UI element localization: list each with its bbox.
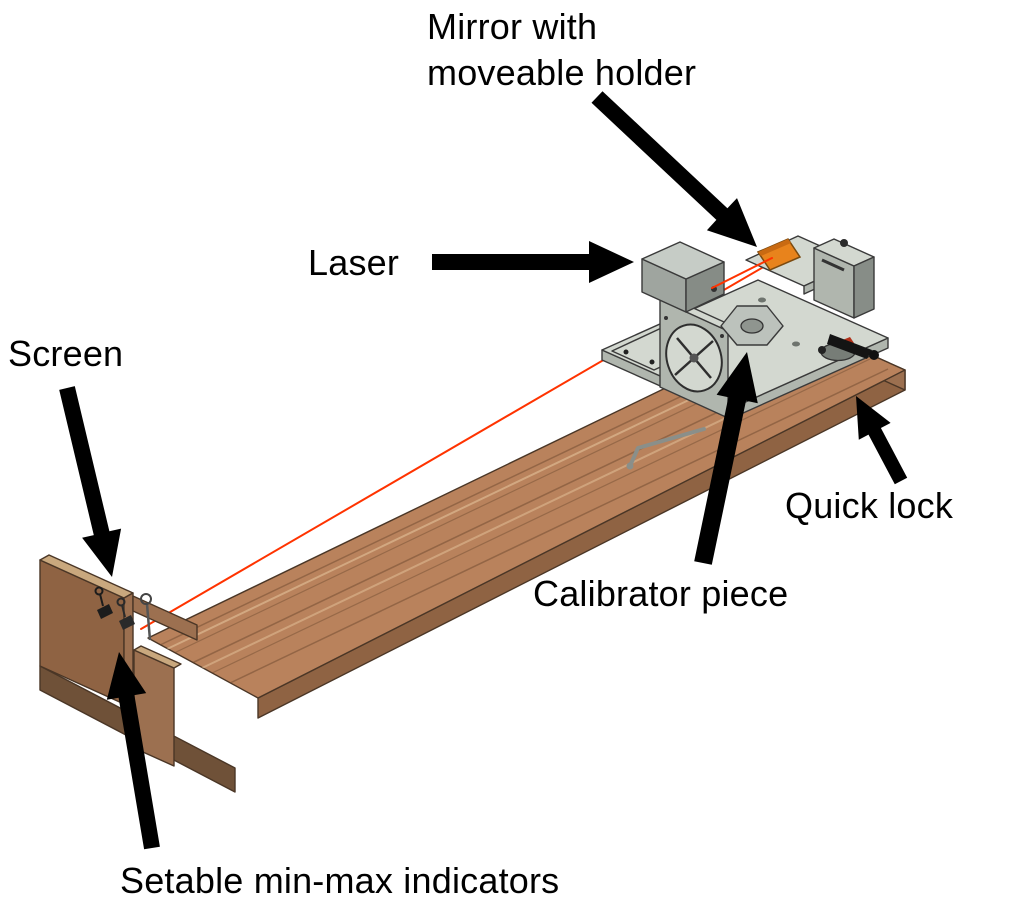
mirror-holder [745, 235, 875, 319]
indicator-clip-min-ring [94, 586, 104, 596]
arrow-calibrator [694, 352, 758, 565]
indicator-clip-min-stem [99, 593, 104, 607]
plate-hole [792, 341, 800, 347]
stand-bolt [664, 316, 668, 320]
plate-hole [758, 297, 766, 303]
indicator-clip-max-stem [121, 604, 126, 618]
stand-screw [649, 359, 655, 365]
arrow-laser [432, 241, 634, 283]
quick-lock-pivot [818, 346, 826, 354]
indicator-pin [145, 603, 152, 641]
handle-rod [626, 427, 706, 470]
label-minmax: Setable min-max indicators [120, 860, 560, 901]
holder-slot [821, 258, 845, 272]
arrow-mirror [591, 91, 757, 247]
holder-riser-side [853, 256, 875, 319]
dial-hub [689, 353, 699, 363]
optics-assembly [601, 235, 889, 470]
label-screen: Screen [8, 333, 124, 374]
quick-lock-knob [869, 350, 879, 360]
screen-near-lip-top [133, 645, 182, 669]
label-calibrator: Calibrator piece [533, 573, 789, 614]
laser-beam-short [711, 257, 773, 289]
indicator-clip-max-ring [116, 597, 126, 607]
calibrator-piece [720, 305, 784, 346]
quick-lock [818, 334, 879, 362]
holder-knob [840, 239, 848, 247]
board [147, 322, 906, 719]
minmax-indicators [94, 586, 152, 641]
mirror [756, 238, 802, 271]
stand-bolt [720, 334, 724, 338]
arrow-quick-lock [856, 396, 908, 485]
indicator-clip-min [97, 604, 113, 619]
stand-screw [623, 349, 629, 355]
mirror-edge [758, 239, 791, 256]
label-mirror-line2: moveable holder [427, 52, 697, 93]
laser-box [641, 241, 725, 313]
label-mirror-line1: Mirror with [427, 6, 598, 47]
label-mirror: Mirror with moveable holder [427, 4, 696, 96]
screen-far-rail [132, 595, 198, 641]
calibrator-bore [740, 318, 764, 334]
board-top-face [147, 322, 906, 699]
arrow-screen [59, 386, 122, 577]
indicator-clip-max [119, 615, 135, 630]
label-laser: Laser [308, 242, 400, 283]
label-quick-lock: Quick lock [785, 485, 954, 526]
quick-lock-lever [827, 334, 872, 359]
arrow-minmax [106, 652, 160, 850]
indicator-pin-ring [140, 593, 152, 605]
laser-box-top-face [641, 241, 725, 280]
